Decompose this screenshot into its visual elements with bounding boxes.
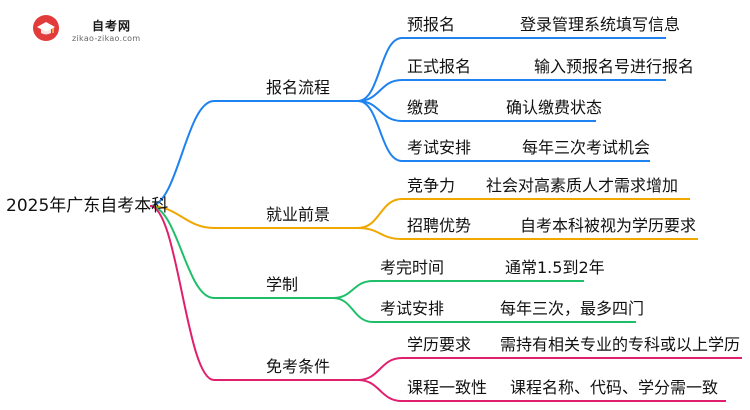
leaf-label: 正式报名 bbox=[407, 57, 472, 76]
leaf-label: 考完时间 bbox=[380, 258, 445, 277]
leaf-detail: 课程名称、代码、学分需一致 bbox=[510, 378, 719, 397]
leaf-detail: 登录管理系统填写信息 bbox=[520, 15, 681, 34]
graduation-cap-logo-icon bbox=[33, 15, 59, 41]
leaf-label: 竞争力 bbox=[407, 176, 456, 195]
connector-root-b2 bbox=[149, 205, 215, 299]
root-node: 2025年广东自考本科 bbox=[6, 196, 169, 216]
leaf-detail: 每年三次考试机会 bbox=[522, 138, 651, 157]
connector-root-b0 bbox=[149, 100, 215, 207]
connector-b2-l1 bbox=[332, 297, 374, 323]
branch-study-duration: 学制 bbox=[266, 275, 299, 294]
leaf-label: 考试安排 bbox=[407, 138, 472, 157]
leaf-detail: 每年三次，最多四门 bbox=[500, 299, 645, 318]
leaf-detail: 需持有相关专业的专科或以上学历 bbox=[500, 335, 741, 354]
leaf-detail: 自考本科被视为学历要求 bbox=[520, 216, 697, 235]
leaf-detail: 社会对高素质人才需求增加 bbox=[486, 176, 679, 195]
branch-exemption-conditions: 免考条件 bbox=[266, 357, 331, 376]
connector-b0-l0 bbox=[357, 37, 403, 102]
logo-url: zikao-zikao.com bbox=[72, 34, 141, 43]
leaf-label: 考试安排 bbox=[380, 299, 445, 318]
leaf-label: 学历要求 bbox=[407, 335, 472, 354]
leaf-detail: 确认缴费状态 bbox=[506, 98, 603, 117]
connector-b0-l1 bbox=[357, 79, 403, 102]
connector-b1-l0 bbox=[357, 198, 403, 229]
connector-b2-l0 bbox=[332, 280, 374, 299]
branch-employment-prospects: 就业前景 bbox=[266, 205, 331, 224]
leaf-label: 课程一致性 bbox=[407, 378, 488, 397]
leaf-detail: 通常1.5到2年 bbox=[505, 258, 605, 277]
site-logo[interactable]: 自考网 zikao-zikao.com bbox=[32, 8, 142, 48]
leaf-label: 招聘优势 bbox=[407, 216, 472, 235]
connector-b3-l0 bbox=[357, 357, 403, 381]
connector-b0-l3 bbox=[357, 100, 403, 162]
branch-registration-process: 报名流程 bbox=[266, 78, 331, 97]
logo-name: 自考网 bbox=[92, 19, 132, 33]
connector-b1-l1 bbox=[357, 227, 403, 240]
leaf-detail: 输入预报名号进行报名 bbox=[534, 57, 695, 76]
leaf-label: 预报名 bbox=[407, 15, 456, 34]
leaf-label: 缴费 bbox=[407, 98, 440, 117]
connector-root-b1 bbox=[149, 205, 215, 229]
connector-root-b3 bbox=[149, 205, 215, 381]
connector-b3-l1 bbox=[357, 379, 403, 402]
